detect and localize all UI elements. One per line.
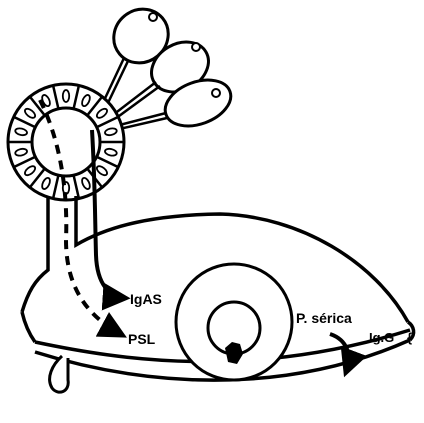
- label-psl: PSL: [128, 331, 156, 347]
- gland-duct-left-wall: [22, 196, 48, 312]
- lobule-2-nucleus: [192, 43, 200, 51]
- acinus-lumen: [32, 108, 100, 176]
- left-lid-edge: [22, 312, 35, 342]
- cornea: [176, 264, 292, 380]
- brace-mark: {: [407, 330, 412, 345]
- acinus-cell-nucleus: [63, 90, 69, 102]
- label-igas: IgAS: [130, 291, 162, 307]
- acinus-ring: [8, 84, 124, 200]
- label-p-serica: P. sérica: [296, 310, 352, 326]
- label-igg: Ig.G: [369, 330, 394, 345]
- lobule-1-nucleus: [149, 13, 157, 21]
- tear-drop: [50, 356, 69, 392]
- lobule-3-nucleus: [212, 89, 220, 97]
